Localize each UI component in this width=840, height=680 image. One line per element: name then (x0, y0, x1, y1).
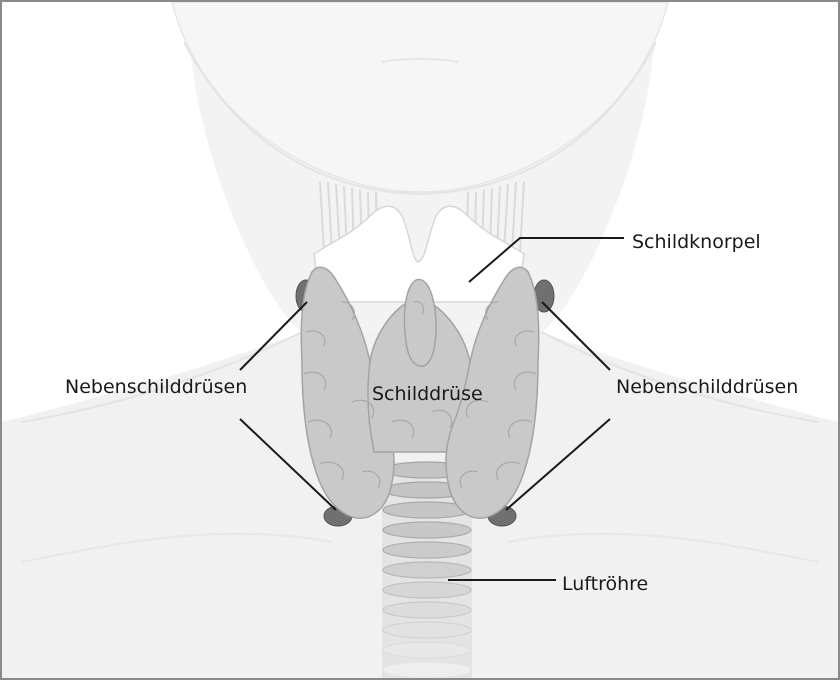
pyramidal-lobe (404, 280, 436, 367)
label-parathyroid-right: Nebenschilddrüsen (616, 376, 798, 398)
label-thyroid-cartilage: Schildknorpel (632, 231, 761, 253)
label-parathyroid-left: Nebenschilddrüsen (65, 376, 247, 398)
label-thyroid-gland: Schilddrüse (372, 383, 483, 405)
label-trachea: Luftröhre (562, 573, 648, 595)
